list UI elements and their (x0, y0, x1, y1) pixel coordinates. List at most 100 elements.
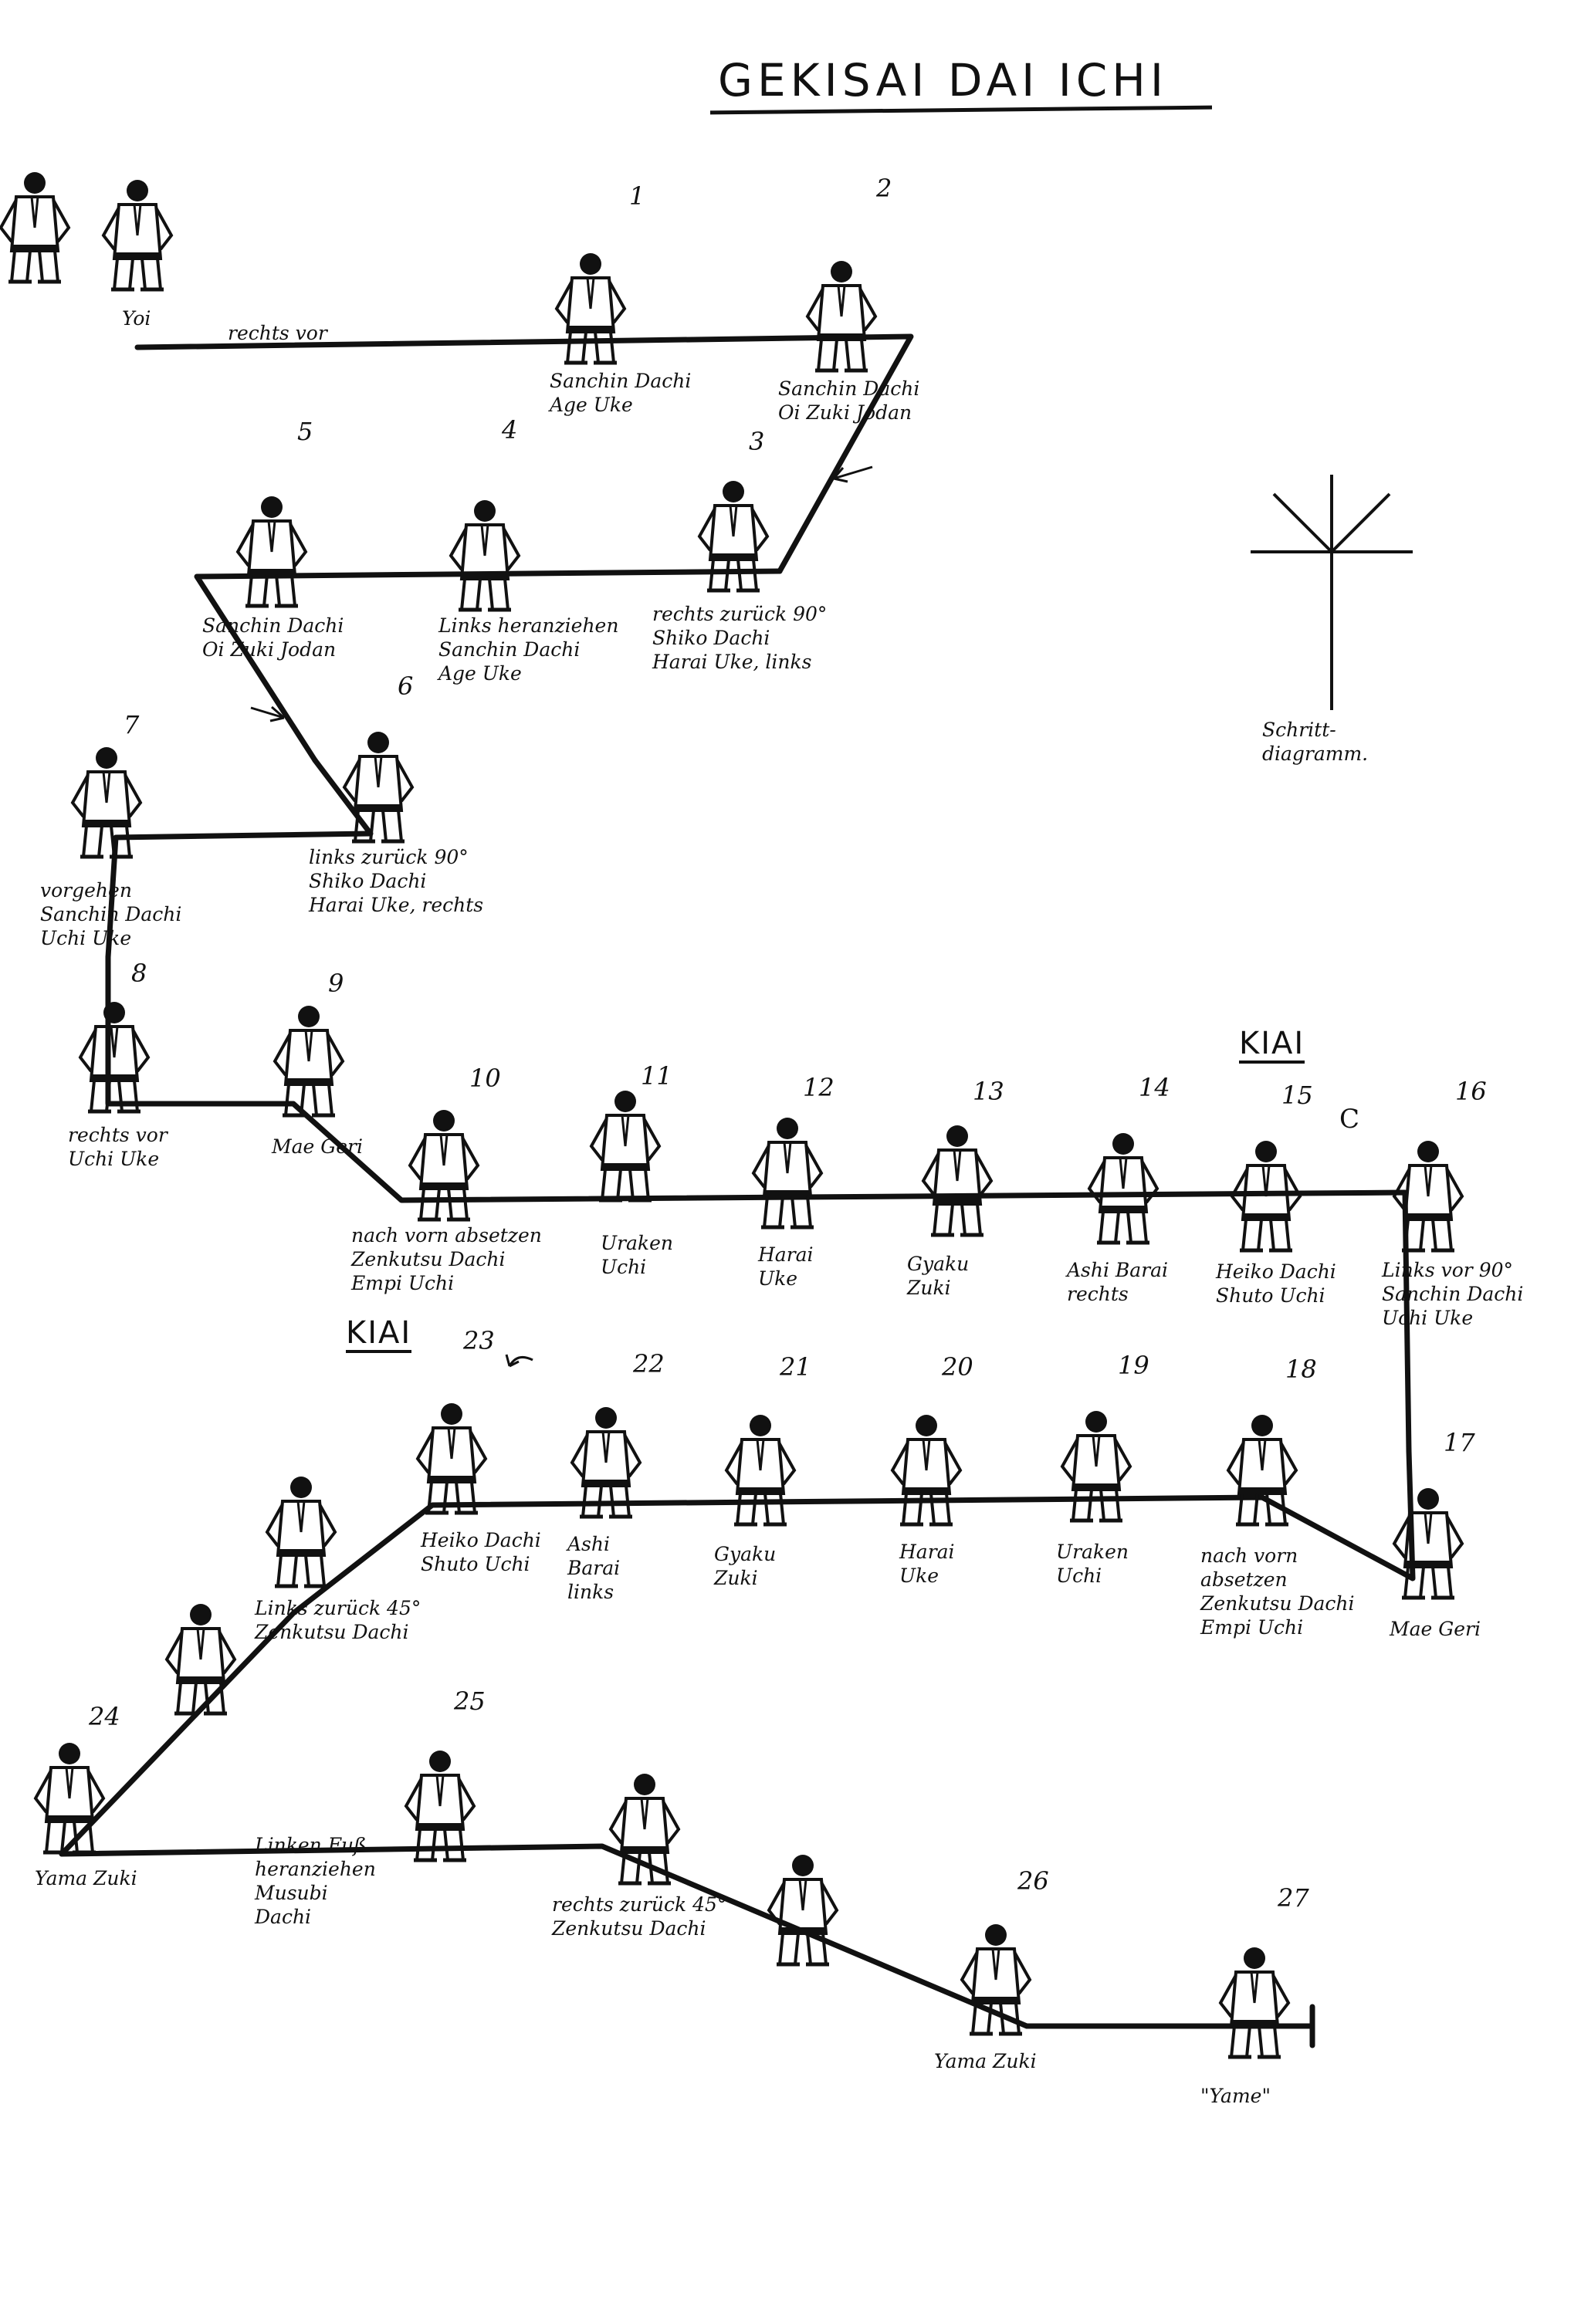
step-diagram-legend: Schritt- diagramm. (1262, 719, 1369, 765)
kiai-mark-2: KIAI (346, 1316, 412, 1353)
step-label: vorgehen Sanchin Dachi Uchi Uke (40, 879, 182, 949)
figure-step-17 (1394, 1488, 1462, 1598)
figure-step-4 (451, 500, 519, 610)
direction-arrows (250, 465, 873, 1368)
figure-step-22 (572, 1407, 640, 1517)
figure-transition-4 (769, 1855, 837, 1964)
figure-step-8 (80, 1002, 148, 1111)
step-number: 10 (469, 1064, 501, 1093)
step-number: 23 (463, 1326, 495, 1355)
step-number: 8 (131, 959, 147, 988)
step-number: 24 (89, 1702, 120, 1731)
figure-step-7 (73, 747, 140, 857)
page-title: GEKISAI DAI ICHI (718, 54, 1169, 107)
step-label: "Yame" (1200, 2085, 1271, 2107)
path-row-5 (59, 1448, 1416, 1857)
step-number: 16 (1455, 1077, 1487, 1106)
step-number: 19 (1118, 1351, 1149, 1380)
figure-step-21 (726, 1415, 794, 1524)
step-number: 3 (749, 427, 765, 456)
step-number: 27 (1278, 1883, 1309, 1913)
path-row-2 (194, 568, 783, 763)
figure-step-24 (36, 1743, 103, 1852)
figure-step-1 (557, 253, 625, 363)
figure-start-1 (1, 172, 69, 282)
label-arrow-c: C (1339, 1104, 1360, 1135)
step-label: Mae Geri (272, 1135, 363, 1158)
step-label: Mae Geri (1390, 1618, 1481, 1640)
step-label: nach vorn absetzen Zenkutsu Dachi Empi U… (1200, 1544, 1355, 1639)
step-number: 1 (629, 181, 645, 211)
step-label: Harai Uke (899, 1541, 955, 1587)
step-number: 20 (942, 1352, 973, 1382)
step-label: Ashi Barai links (567, 1533, 621, 1603)
step-label: Gyaku Zuki (714, 1543, 777, 1589)
figure-step-11 (591, 1091, 659, 1200)
step-label: Yama Zuki (934, 2050, 1037, 2072)
step-label: Sanchin Dachi Oi Zuki Jodan (778, 377, 920, 424)
figure-step-20 (892, 1415, 960, 1524)
step-label: nach vorn absetzen Zenkutsu Dachi Empi U… (351, 1224, 542, 1294)
step-label: Harai Uke (758, 1243, 814, 1290)
step-diagram-icon (1251, 475, 1413, 710)
step-label: links zurück 90° Shiko Dachi Harai Uke, … (309, 846, 484, 916)
step-number: 18 (1285, 1355, 1317, 1384)
step-number: 11 (641, 1061, 672, 1091)
path-row-6 (59, 1843, 1315, 2029)
figure-step-10 (410, 1110, 478, 1220)
step-number: 22 (633, 1349, 665, 1379)
step-label: Heiko Dachi Shuto Uchi (421, 1529, 541, 1575)
figure-step-9 (275, 1006, 343, 1115)
step-label: Links vor 90° Sanchin Dachi Uchi Uke (1382, 1259, 1524, 1329)
step-label: Gyaku Zuki (907, 1253, 970, 1299)
step-label: Sanchin Dachi Age Uke (550, 370, 692, 416)
figure-transition-1 (267, 1477, 335, 1586)
step-label: Links heranziehen Sanchin Dachi Age Uke (438, 614, 619, 685)
figure-step-27 (1220, 1947, 1288, 2057)
figure-step-12 (753, 1118, 821, 1227)
figure-step-13 (923, 1125, 991, 1235)
label-yoi: Yoi (122, 307, 151, 330)
path-row-3 (105, 757, 374, 960)
step-number: 14 (1139, 1073, 1170, 1102)
figures (1, 172, 1462, 2057)
figure-step-19 (1062, 1411, 1130, 1521)
step-label: rechts vor Uchi Uke (68, 1124, 168, 1170)
figure-transition-2 (167, 1604, 235, 1713)
path-row-1 (134, 333, 914, 574)
figure-step-6 (344, 732, 412, 841)
step-number: 5 (297, 417, 313, 446)
step-label: Ashi Barai rechts (1067, 1259, 1169, 1305)
figure-step-25 (406, 1751, 474, 1860)
figure-step-5 (238, 496, 306, 606)
figure-step-26 (962, 1924, 1030, 2034)
step-number: 15 (1281, 1081, 1313, 1110)
step-label: Uraken Uchi (1056, 1541, 1129, 1587)
figure-step-23 (418, 1403, 486, 1513)
step-number: 17 (1444, 1428, 1475, 1457)
step-label: Uraken Uchi (601, 1232, 673, 1278)
figure-step-14 (1089, 1133, 1157, 1243)
step-label: Linken Fuß heranziehen Musubi Dachi (255, 1834, 376, 1928)
kiai-mark-1: KIAI (1239, 1027, 1305, 1064)
figure-step-2 (807, 261, 875, 370)
step-number: 25 (454, 1686, 486, 1716)
step-label: Yama Zuki (35, 1867, 137, 1889)
step-number: 6 (398, 671, 414, 701)
step-label: Heiko Dachi Shuto Uchi (1216, 1260, 1336, 1307)
step-label: rechts zurück 45° Zenkutsu Dachi (552, 1893, 727, 1940)
step-number: 21 (780, 1352, 811, 1382)
step-number: 4 (502, 415, 518, 445)
step-label: rechts zurück 90° Shiko Dachi Harai Uke,… (652, 603, 828, 673)
label-rechts-vor: rechts vor (228, 322, 327, 344)
step-label: Sanchin Dachi Oi Zuki Jodan (202, 614, 344, 661)
step-number: 12 (803, 1073, 835, 1102)
step-number: 9 (328, 969, 344, 998)
step-number: 7 (124, 710, 140, 739)
step-number: 26 (1017, 1866, 1049, 1896)
step-number: 13 (973, 1077, 1004, 1106)
step-label: Links zurück 45° Zenkutsu Dachi (255, 1597, 421, 1643)
step-number: 2 (876, 174, 892, 203)
figure-start-2 (103, 180, 171, 289)
